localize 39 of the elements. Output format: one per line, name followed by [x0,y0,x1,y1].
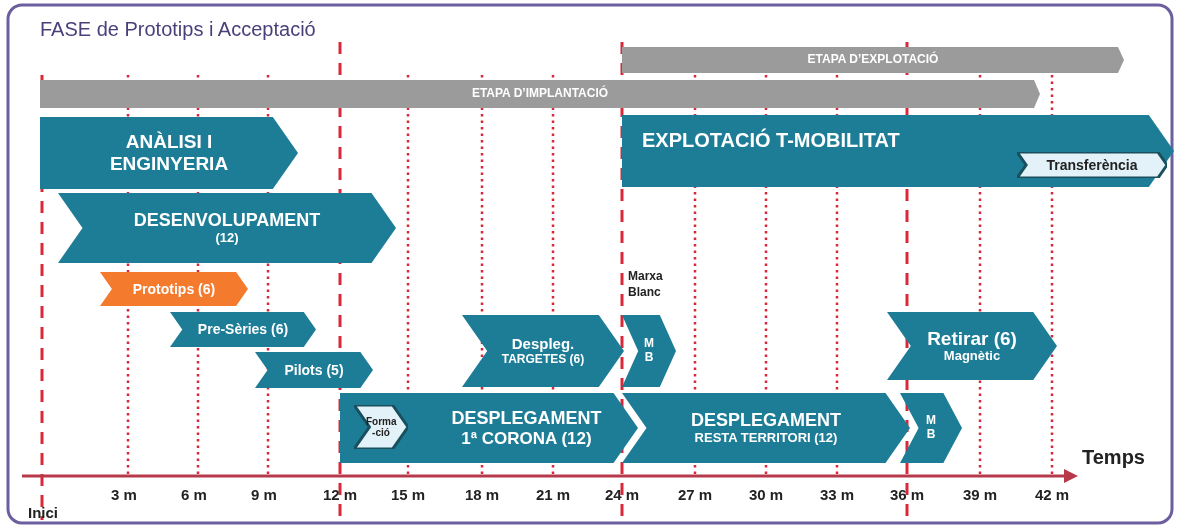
task-label: EXPLOTACIÓ T-MOBILITAT [642,128,900,152]
task-label: RESTA TERRITORI (12) [694,430,838,446]
tick-label: 30 m [749,486,784,503]
task-label: DESPLEGAMENT [691,410,841,431]
task-label: Forma -ció [366,415,396,439]
task-label: Transferència [1046,156,1138,174]
task-label: M B [644,337,654,365]
phase-label: ETAPA D’IMPLANTACIÓ [471,87,609,101]
task-label: Pre-Sèries (6) [197,321,289,338]
task-label: (12) [215,230,239,246]
task-label: DESPLEGAMENT [451,407,602,429]
tick-label: 3 m [111,486,137,503]
task-label: Pilots (5) [284,361,344,379]
task-label: TARGETES (6) [501,352,585,367]
tick-label: 24 m [605,486,640,503]
task-label: DESENVOLUPAMENT [133,210,321,231]
tick-label: 39 m [963,486,998,503]
tick-label: 27 m [678,486,713,503]
tick-label: 9 m [251,486,277,503]
tick-label: 36 m [890,486,925,503]
axis-title: Temps [1082,446,1145,469]
tick-label: 15 m [391,486,426,503]
task-label: Prototips (6) [132,280,216,298]
milestone-note: Marxa Blanc [628,269,664,301]
task-label: Despleg. [511,335,575,353]
task-label: M B [926,414,936,442]
task-label: 1ª CORONA (12) [461,428,592,449]
tick-label: 42 m [1035,486,1070,503]
chart-title: FASE de Prototips i Acceptació [40,18,316,41]
tick-label: 33 m [820,486,855,503]
task-label: Magnètic [943,349,1001,365]
tick-label: 21 m [536,486,571,503]
tick-label: 12 m [323,486,358,503]
task-label: Retirar (6) [927,327,1017,350]
tick-label: Inici [28,504,58,521]
task-label: ANÀLISI I ENGINYERIA [108,131,230,175]
phase-label: ETAPA D’EXPLOTACIÓ [807,53,939,67]
tick-label: 6 m [181,486,207,503]
tick-label: 18 m [465,486,500,503]
